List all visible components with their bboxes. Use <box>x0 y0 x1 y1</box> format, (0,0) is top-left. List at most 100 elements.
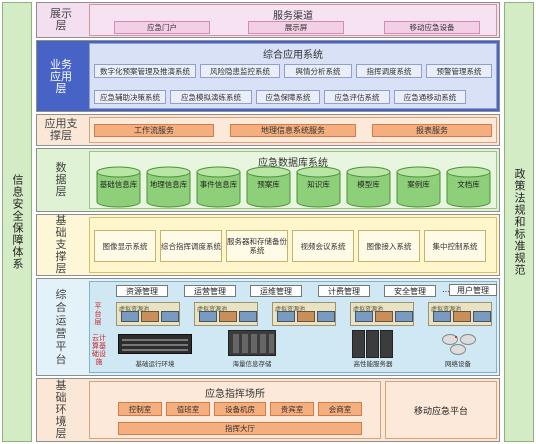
mgmt-billing: 计费管理 <box>318 285 370 297</box>
database-cylinder: 基础信息库 <box>96 166 141 208</box>
display-layer-label: 展示层 <box>50 7 72 32</box>
vm-pool-label: 虚拟资源池 <box>353 306 384 313</box>
database-label: 预案库 <box>257 180 280 189</box>
virtual-resource-pool: 虚拟资源池 <box>272 302 336 326</box>
room-consultation: 会商室 <box>318 402 362 416</box>
business-title: 综合应用系统 <box>263 50 323 61</box>
database-cylinder: 文档库 <box>446 166 491 208</box>
infra-storage-caption: 海量信息存储 <box>232 360 272 368</box>
virtual-resource-pool: 虚拟资源池 <box>194 302 258 326</box>
data-layer: 数据层 应急数据库系统 基础信息库 地理信息库 事件信息库 预案库 知识库 模型库 案例库 文… <box>36 148 500 212</box>
biz-evaluation-system: 应急评估系统 <box>324 90 390 104</box>
support-gis-service: 地理信息系统服务 <box>230 124 356 137</box>
database-label: 文档库 <box>457 180 480 189</box>
biz-mobile-system: 应急通移动系统 <box>394 90 466 104</box>
biz-risk-monitor-system: 风险隐患监控系统 <box>200 64 280 78</box>
display-item-screen: 展示屏 <box>248 21 344 34</box>
base-dispatch: 综合指挥调度系统 <box>160 230 222 262</box>
business-layer: 业务应用层 综合应用系统 数字化预案管理及推演系统 风险隐患监控系统 舆情分析系… <box>36 40 500 112</box>
base-video-conference: 视频会议系统 <box>292 230 354 262</box>
business-panel: 综合应用系统 数字化预案管理及推演系统 风险隐患监控系统 舆情分析系统 指挥调度… <box>89 43 497 109</box>
base-runtime-graphic <box>118 334 192 354</box>
ops-layer: 综合运营平台 资源管理 运营管理 运维管理 计费管理 安全管理 …… 用户管理 … <box>36 278 500 376</box>
virtual-resource-pool: 虚拟资源池 <box>116 302 180 326</box>
mgmt-maintenance: 运维管理 <box>250 285 302 297</box>
vm-pool-label: 虚拟资源池 <box>431 306 462 313</box>
database-label: 知识库 <box>307 180 330 189</box>
base-image-access: 图像接入系统 <box>358 230 420 262</box>
base-central-control: 集中控制系统 <box>424 230 486 262</box>
infra-runtime-caption: 基础运行环境 <box>135 360 175 368</box>
support-report-service: 报表服务 <box>372 124 492 137</box>
display-item-portal: 应急门户 <box>114 21 210 34</box>
env-layer-label: 基础环境层 <box>55 379 67 440</box>
policy-standard-side-bar: 政策法规和标准规范 <box>504 2 534 442</box>
database-cylinder: 知识库 <box>296 166 341 208</box>
env-layer: 基础环境层 应急指挥场所 控制室 值班室 设备机房 贵宾室 会商室 指挥大厅 移… <box>36 378 500 442</box>
infra-server-caption: 高性能服务器 <box>353 360 393 368</box>
mobile-platform-label: 移动应急平台 <box>413 406 468 417</box>
mgmt-resource: 资源管理 <box>116 285 168 297</box>
biz-dispatch-system: 指挥调度系统 <box>356 64 422 78</box>
biz-support-system: 应急保障系统 <box>256 90 320 104</box>
data-title: 应急数据库系统 <box>258 158 328 169</box>
virtual-resource-pool: 虚拟资源池 <box>428 302 492 326</box>
support-panel: 工作流服务 地理信息系统服务 报表服务 <box>89 117 497 143</box>
mgmt-user-tab: 用户管理 <box>449 284 497 296</box>
mgmt-security: 安全管理 <box>384 285 436 297</box>
cloud-infra-label: 云计算基础设施 <box>92 334 106 366</box>
info-security-side-bar: 信息安全保障体系 <box>2 2 32 442</box>
server-graphic <box>352 330 393 358</box>
support-layer: 应用支撑层 工作流服务 地理信息系统服务 报表服务 <box>36 114 500 146</box>
database-cylinder: 案例库 <box>396 166 441 208</box>
biz-warning-system: 预警管理系统 <box>426 64 492 78</box>
biz-decision-system: 应急辅助决策系统 <box>94 90 166 104</box>
command-venue-panel: 应急指挥场所 控制室 值班室 设备机房 贵宾室 会商室 指挥大厅 <box>89 381 381 439</box>
database-cylinder: 地理信息库 <box>146 166 191 208</box>
base-support-panel: 图像显示系统 综合指挥调度系统 服务器和存储备份系统 视频会议系统 图像接入系统… <box>89 217 497 273</box>
business-layer-label: 业务应用层 <box>50 58 72 95</box>
vm-pool-label: 虚拟资源池 <box>197 306 228 313</box>
vm-pool-label: 虚拟资源池 <box>275 306 306 313</box>
database-label: 案例库 <box>407 180 430 189</box>
ops-panel: 资源管理 运营管理 运维管理 计费管理 安全管理 …… 用户管理 平台层 云计算… <box>89 281 497 373</box>
command-venue-title: 应急指挥场所 <box>205 389 265 400</box>
base-server-storage: 服务器和存储备份系统 <box>226 230 288 262</box>
infra-network-caption: 网络设备 <box>445 360 471 368</box>
mobile-platform-panel: 移动应急平台 <box>385 381 497 439</box>
room-vip: 贵宾室 <box>270 402 314 416</box>
database-label: 模型库 <box>357 180 380 189</box>
display-channel-title: 服务渠道 <box>273 11 313 22</box>
data-layer-label: 数据层 <box>55 161 67 198</box>
policy-standard-label: 政策法规和标准规范 <box>513 168 526 276</box>
database-label: 地理信息库 <box>149 180 188 189</box>
virtual-resource-pool: 虚拟资源池 <box>350 302 414 326</box>
database-cylinder: 模型库 <box>346 166 391 208</box>
storage-graphic <box>228 330 276 356</box>
base-support-layer: 基础支撑层 图像显示系统 综合指挥调度系统 服务器和存储备份系统 视频会议系统 … <box>36 214 500 276</box>
platform-layer-label: 平台层 <box>94 302 102 326</box>
display-item-mobile-device: 移动应急设备 <box>384 21 480 34</box>
display-channel-panel: 服务渠道 应急门户 展示屏 移动应急设备 <box>89 4 497 36</box>
biz-plan-system: 数字化预案管理及推演系统 <box>94 64 196 78</box>
ops-layer-label: 综合运营平台 <box>55 288 67 366</box>
vm-pool-label: 虚拟资源池 <box>119 306 150 313</box>
display-layer: 展示层 服务渠道 应急门户 展示屏 移动应急设备 <box>36 2 500 38</box>
room-control: 控制室 <box>118 402 162 416</box>
mgmt-operation: 运营管理 <box>184 285 236 297</box>
database-label: 基础信息库 <box>99 180 138 189</box>
biz-drill-system: 应急模拟演练系统 <box>170 90 252 104</box>
room-duty: 值班室 <box>166 402 210 416</box>
database-cylinder: 事件信息库 <box>196 166 241 208</box>
database-label: 事件信息库 <box>199 180 238 189</box>
network-device-graphic <box>438 332 478 355</box>
info-security-label: 信息安全保障体系 <box>11 174 24 270</box>
database-cylinder: 预案库 <box>246 166 291 208</box>
data-panel: 应急数据库系统 基础信息库 地理信息库 事件信息库 预案库 知识库 模型库 案例库 文档库 <box>89 151 497 209</box>
biz-opinion-system: 舆情分析系统 <box>284 64 352 78</box>
base-support-layer-label: 基础支撑层 <box>55 214 67 275</box>
support-layer-label: 应用支撑层 <box>44 117 78 142</box>
room-equipment: 设备机房 <box>214 402 266 416</box>
base-image-display: 图像显示系统 <box>94 230 156 262</box>
command-hall: 指挥大厅 <box>118 422 362 435</box>
